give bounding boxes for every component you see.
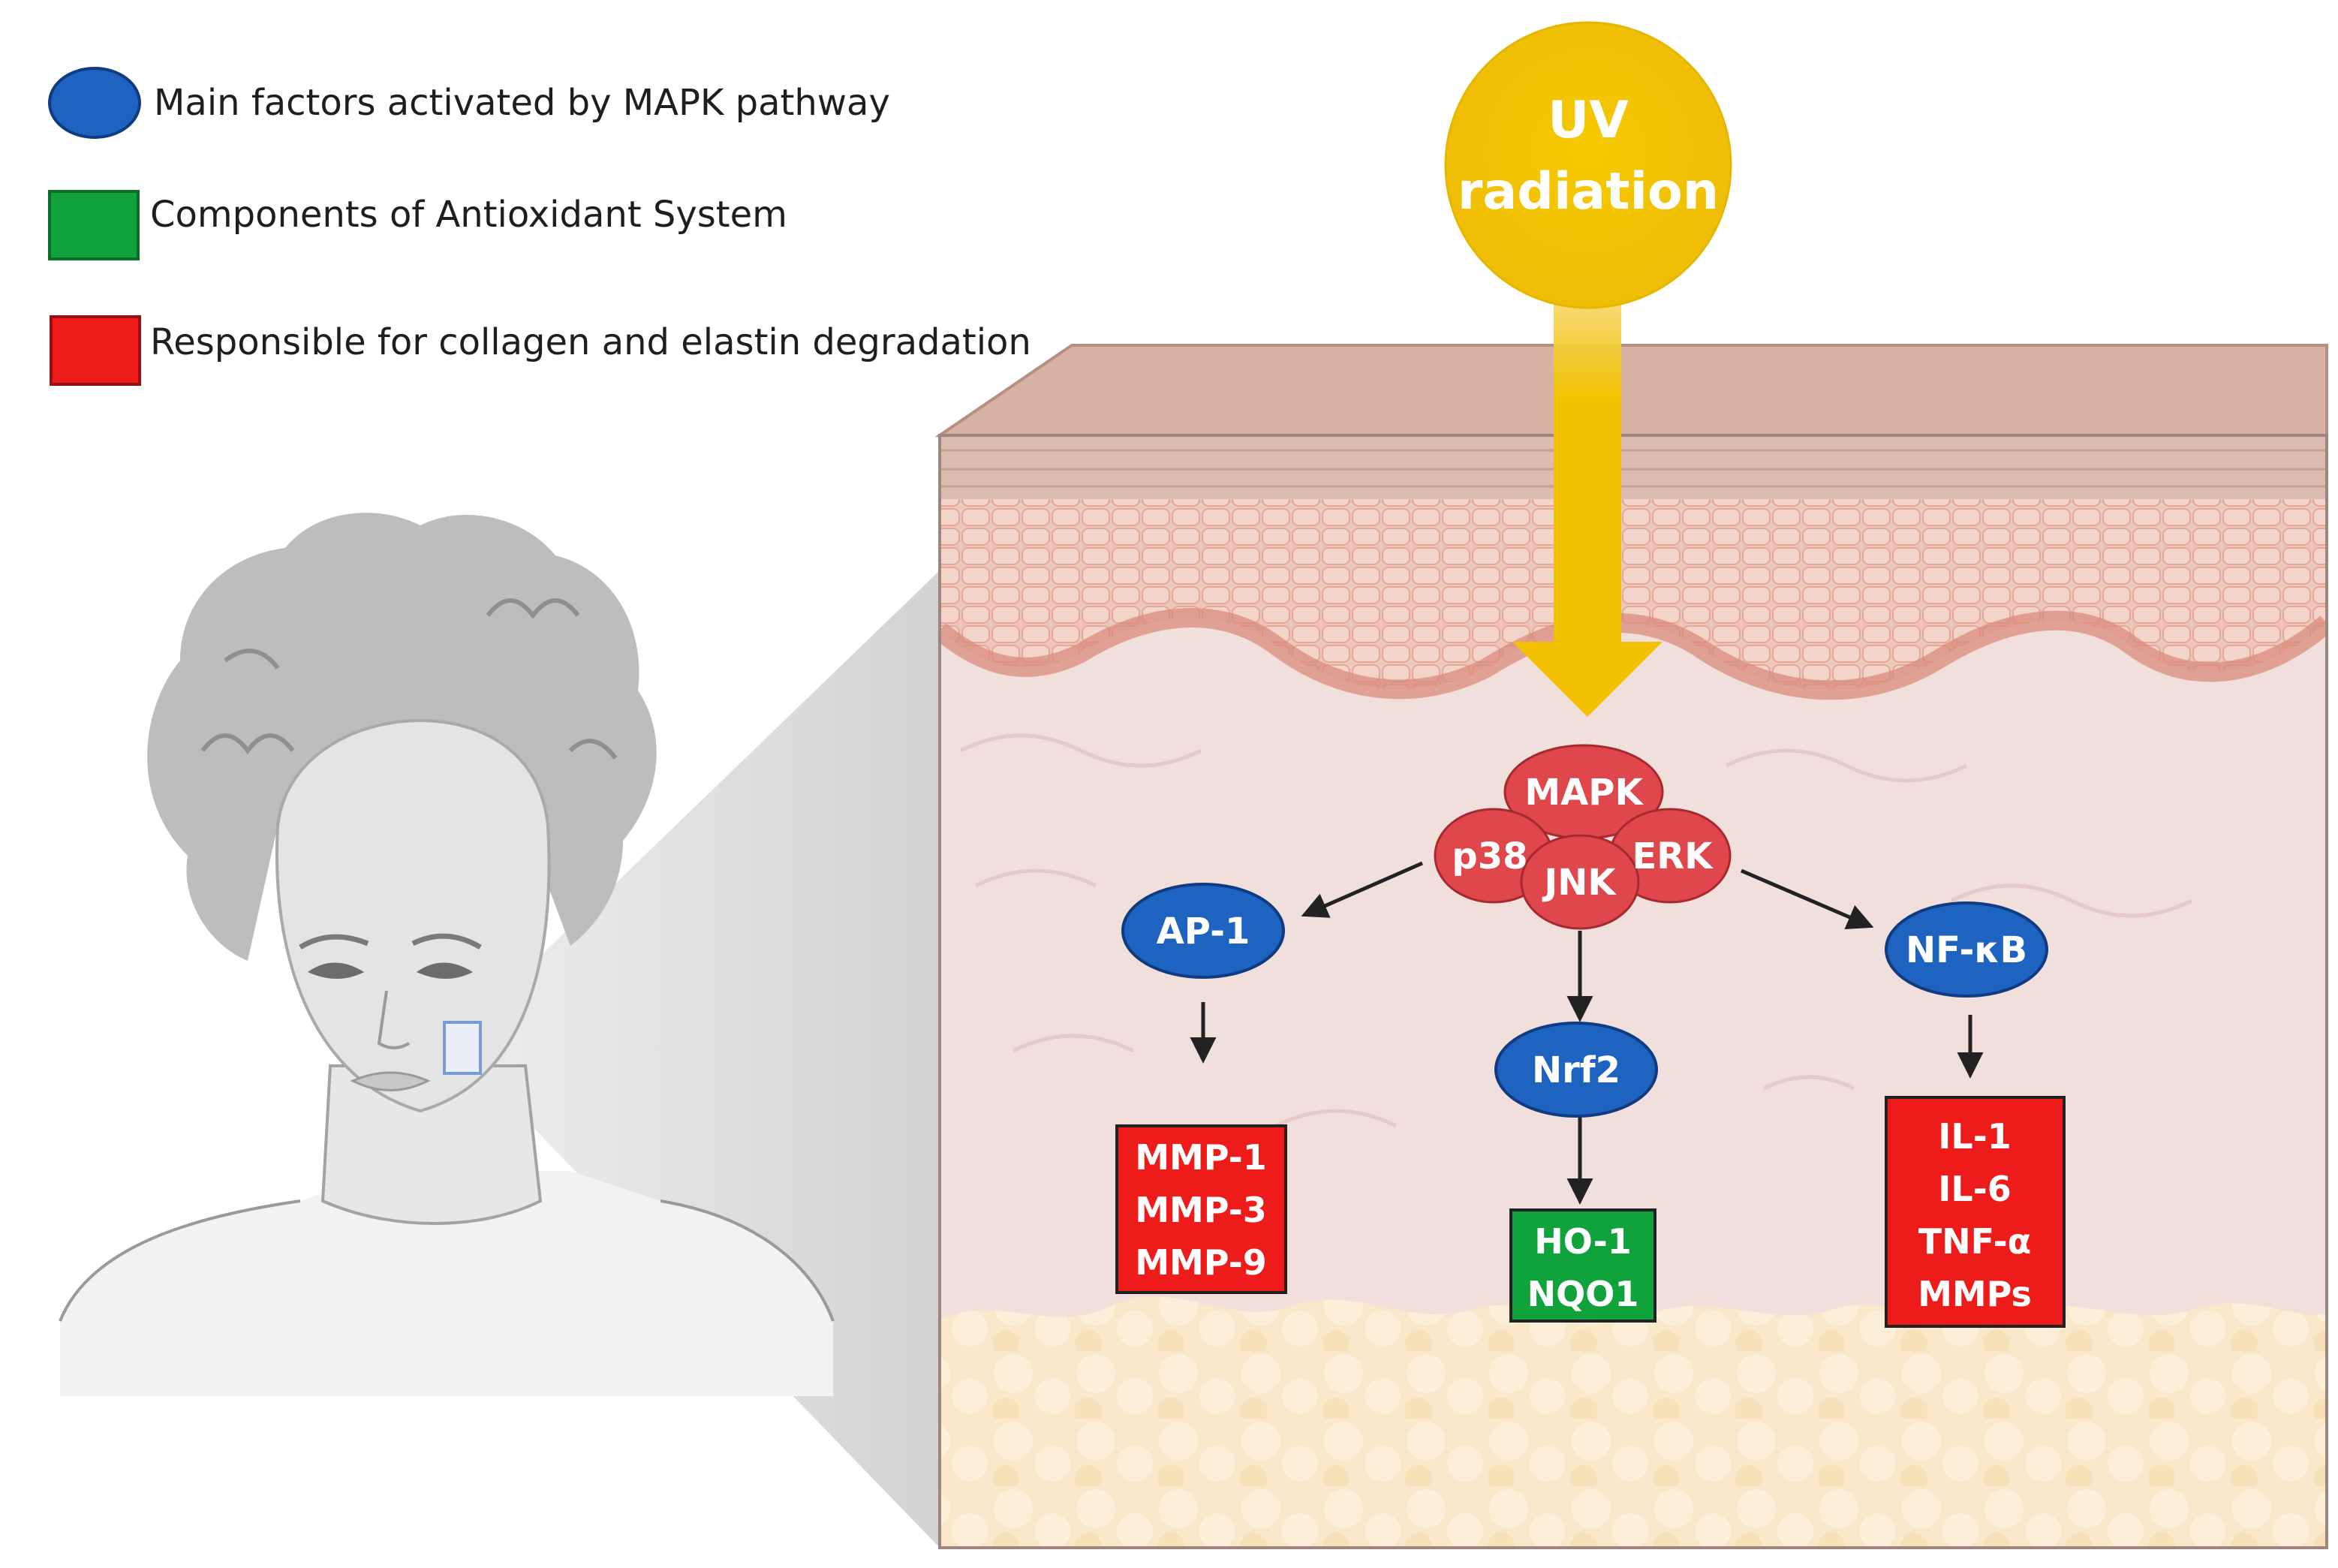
eyebrows [299, 933, 482, 950]
erk-label: ERK [1632, 835, 1714, 877]
zoom-region-marker [443, 1021, 482, 1075]
hair-curls [200, 598, 618, 760]
tnf-alpha-label: TNF-α [1918, 1221, 2032, 1262]
cytokine-box: IL-1 IL-6 TNF-α MMPs [1885, 1096, 2066, 1328]
radiation-label: radiation [1458, 162, 1719, 221]
mapk-label: MAPK [1524, 772, 1644, 814]
ho-1-label: HO-1 [1534, 1221, 1632, 1262]
tissue-border [938, 434, 2328, 1549]
p38-label: p38 [1452, 835, 1527, 877]
jnk-label: JNK [1542, 862, 1617, 904]
subcutaneous-fat [940, 1296, 2327, 1548]
cytokine-box-bg [1885, 1096, 2066, 1328]
factor-nodes: AP-1 Nrf2 NF-κB [1121, 883, 2048, 1118]
hair [147, 513, 657, 961]
uv-beam-arrow [1512, 296, 1662, 717]
nrf2-label: Nrf2 [1532, 1049, 1620, 1091]
mmp-9-label: MMP-9 [1135, 1242, 1267, 1283]
nfkb-label: NF-κB [1906, 929, 2027, 971]
mmp-box-bg [1115, 1124, 1287, 1294]
pathway-arrows [1190, 861, 1984, 1205]
uv-sun-circle [1444, 21, 1732, 309]
mmp-3-label: MMP-3 [1135, 1190, 1267, 1230]
il-1-label: IL-1 [1938, 1116, 2012, 1157]
jnk-node [1520, 834, 1640, 930]
legend-label: Responsible for collagen and elastin deg… [150, 321, 1031, 363]
legend: Main factors activated by MAPK pathway C… [48, 67, 1031, 386]
legend-item-factors: Main factors activated by MAPK pathway [48, 67, 890, 139]
mmp-box: MMP-1 MMP-3 MMP-9 [1115, 1124, 1287, 1294]
mmps-label: MMPs [1918, 1274, 2032, 1314]
face [275, 718, 551, 1113]
arrow-mapk-to-nfkb [1741, 868, 1874, 930]
shoulders [60, 1171, 833, 1396]
nqo1-label: NQO1 [1527, 1274, 1639, 1314]
antioxidant-box: HO-1 NQO1 [1509, 1208, 1656, 1323]
right-eye [417, 962, 473, 979]
mmp-1-label: MMP-1 [1135, 1137, 1267, 1178]
skin-surface-top [934, 344, 2328, 437]
face-illustration [59, 513, 835, 1396]
dermal-fibers [959, 733, 2193, 1128]
nfkb-node [1885, 901, 2048, 998]
ap1-label: AP-1 [1157, 910, 1250, 953]
uv-label: UV [1548, 91, 1629, 150]
uv-radiation: UV radiation [1444, 21, 1732, 717]
ap1-node [1121, 883, 1285, 979]
stratum-corneum [940, 435, 2327, 499]
legend-swatch-blue-ellipse [48, 67, 141, 139]
arrow-mapk-to-ap1 [1301, 861, 1424, 918]
antioxidant-box-bg [1509, 1208, 1656, 1323]
legend-swatch-green-rect [48, 190, 140, 260]
il-6-label: IL-6 [1938, 1169, 2012, 1209]
legend-swatch-red-rect [50, 315, 141, 386]
corneum-line [940, 449, 2327, 488]
target-boxes: MMP-1 MMP-3 MMP-9 HO-1 NQO1 IL-1 IL-6 TN… [1115, 1096, 2066, 1328]
legend-item-degradation: Responsible for collagen and elastin deg… [50, 315, 1031, 386]
nose [377, 990, 411, 1049]
nrf2-node [1494, 1022, 1658, 1118]
legend-label: Components of Antioxidant System [150, 194, 787, 236]
shoulders-outline [59, 1199, 835, 1322]
neck [320, 1064, 543, 1225]
left-eye [308, 962, 364, 979]
mapk-cluster: MAPK p38 ERK JNK [1434, 744, 1732, 930]
lips [350, 1071, 431, 1091]
legend-item-antioxidant: Components of Antioxidant System [48, 190, 787, 260]
legend-label: Main factors activated by MAPK pathway [154, 82, 890, 124]
